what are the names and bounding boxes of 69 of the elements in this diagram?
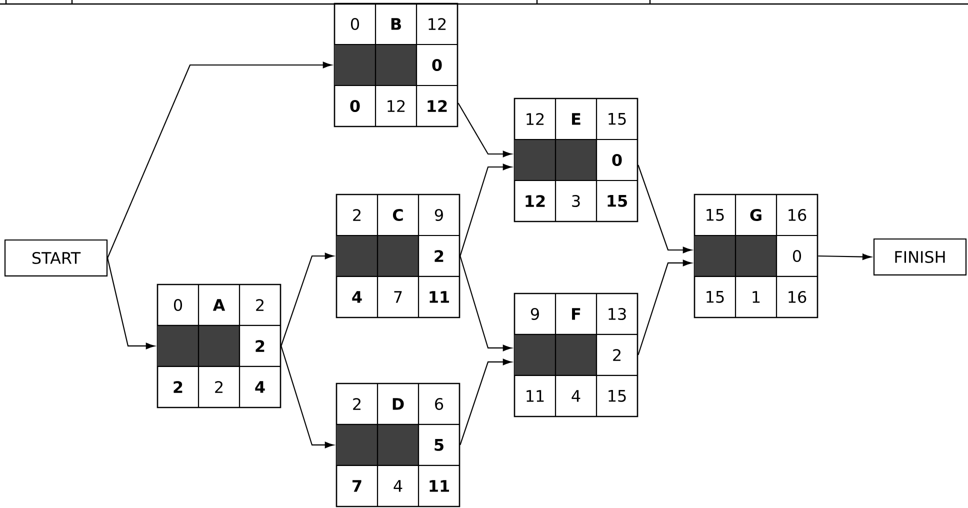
time-value: 2 — [353, 209, 360, 221]
time-value: 2 — [256, 299, 264, 311]
time-value: 15 — [608, 113, 626, 125]
activity-letter: B — [391, 18, 401, 30]
activity-letter: D — [392, 398, 404, 410]
arrow — [460, 256, 512, 352]
time-value: 12 — [526, 195, 545, 207]
time-value: 2 — [353, 398, 360, 410]
activity-letter: G — [750, 208, 762, 221]
time-value: 9 — [530, 308, 539, 320]
arrow — [638, 164, 692, 254]
time-value: 15 — [706, 209, 724, 221]
time-value: 4 — [352, 291, 362, 303]
time-value: 0 — [612, 154, 622, 166]
time-value: 2 — [613, 349, 620, 361]
time-value: 0 — [350, 18, 360, 30]
time-value: 11 — [430, 480, 449, 492]
arrow — [107, 62, 332, 258]
arrow — [107, 258, 155, 350]
time-value: 11 — [526, 390, 544, 402]
activity-grid — [336, 382, 460, 508]
activity-letter: C — [392, 208, 403, 221]
time-value: 13 — [608, 308, 626, 320]
terminal-box: FINISH — [873, 238, 967, 276]
time-value: 4 — [255, 381, 265, 393]
time-value: 7 — [394, 291, 402, 303]
time-value: 11 — [430, 291, 449, 303]
time-value: 12 — [388, 100, 405, 112]
time-value: 3 — [572, 194, 580, 207]
time-value: 15 — [706, 291, 724, 303]
activity-grid — [514, 292, 638, 418]
time-value: 12 — [428, 18, 446, 30]
activity-grid — [514, 98, 638, 222]
time-value: 5 — [434, 439, 444, 451]
time-value: 4 — [572, 390, 580, 402]
time-value: 7 — [352, 480, 362, 492]
time-value: 1 — [752, 291, 760, 303]
arrow — [638, 260, 692, 356]
time-value: 0 — [350, 100, 360, 112]
time-value: 12 — [526, 113, 544, 125]
terminal-box: START — [4, 239, 108, 277]
time-value: 9 — [434, 208, 443, 221]
activity-grid — [336, 194, 460, 318]
time-value: 6 — [435, 398, 444, 410]
arrow — [460, 164, 512, 256]
time-value: 15 — [608, 195, 627, 207]
arrow — [460, 358, 512, 446]
arrow — [280, 252, 334, 346]
activity-letter: A — [212, 299, 226, 311]
time-value: 2 — [434, 250, 444, 262]
time-value: 16 — [788, 208, 806, 221]
activity-letter: E — [572, 113, 580, 125]
time-value: 2 — [215, 381, 222, 393]
time-value: 15 — [608, 390, 626, 402]
time-value: 16 — [788, 290, 806, 303]
activity-grid — [156, 284, 282, 408]
time-value: 0 — [432, 58, 442, 71]
time-value: 2 — [174, 381, 182, 393]
time-value: 12 — [428, 100, 447, 112]
arrow — [458, 102, 512, 158]
activity-letter: F — [572, 308, 580, 320]
activity-grid — [334, 2, 458, 128]
arrow — [818, 254, 872, 260]
activity-grid — [694, 194, 818, 318]
time-value: 0 — [174, 298, 182, 311]
time-value: 4 — [394, 480, 402, 492]
time-value: 0 — [792, 250, 801, 262]
time-value: 2 — [256, 340, 264, 352]
arrow — [280, 346, 334, 448]
